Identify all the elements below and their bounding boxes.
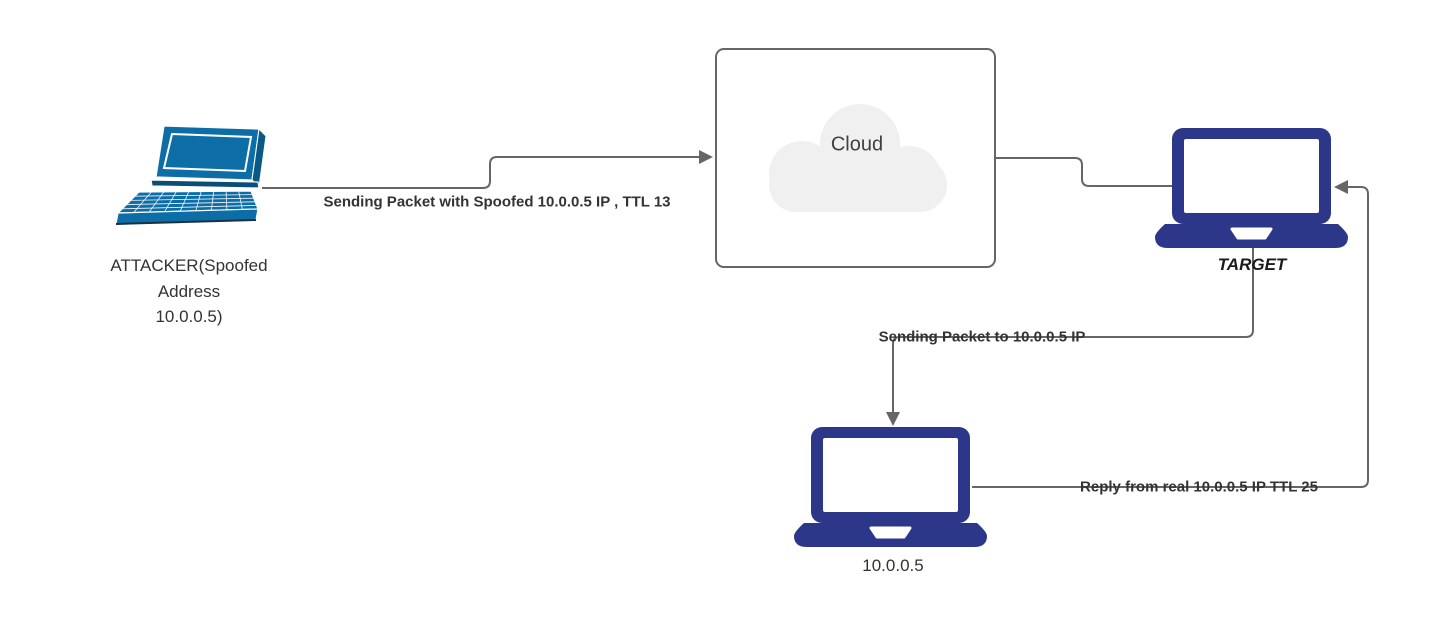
attacker-label: ATTACKER(Spoofed Address 10.0.0.5) [110,256,268,326]
laptop-front-icon [1155,128,1348,248]
edge-cloud-to-target [996,157,1173,187]
arrowhead-into-cloud [699,150,713,164]
target-node [1155,128,1348,248]
target-label: TARGET [1217,255,1287,274]
attacker-node [112,124,267,229]
edge-attacker-to-cloud [262,156,700,189]
edge-target-to-real-host [892,247,1254,412]
arrowhead-into-real-host [886,412,900,426]
laptop-perspective-icon [115,125,267,225]
real-host-node [794,427,987,547]
cloud-icon [769,104,947,212]
arrowhead-into-target [1334,180,1348,194]
edge-label-spoofed-packet: Sending Packet with Spoofed 10.0.0.5 IP … [323,193,671,211]
edge-label-sending-packet: Sending Packet to 10.0.0.5 IP [878,328,1086,346]
edge-real-host-to-target [972,186,1369,488]
laptop-front-icon [794,427,987,547]
real-host-label: 10.0.0.5 [862,556,924,575]
cloud-label: Cloud [830,133,884,156]
edge-label-reply: Reply from real 10.0.0.5 IP TTL 25 [1080,478,1318,496]
cloud-box: Cloud [715,48,996,268]
